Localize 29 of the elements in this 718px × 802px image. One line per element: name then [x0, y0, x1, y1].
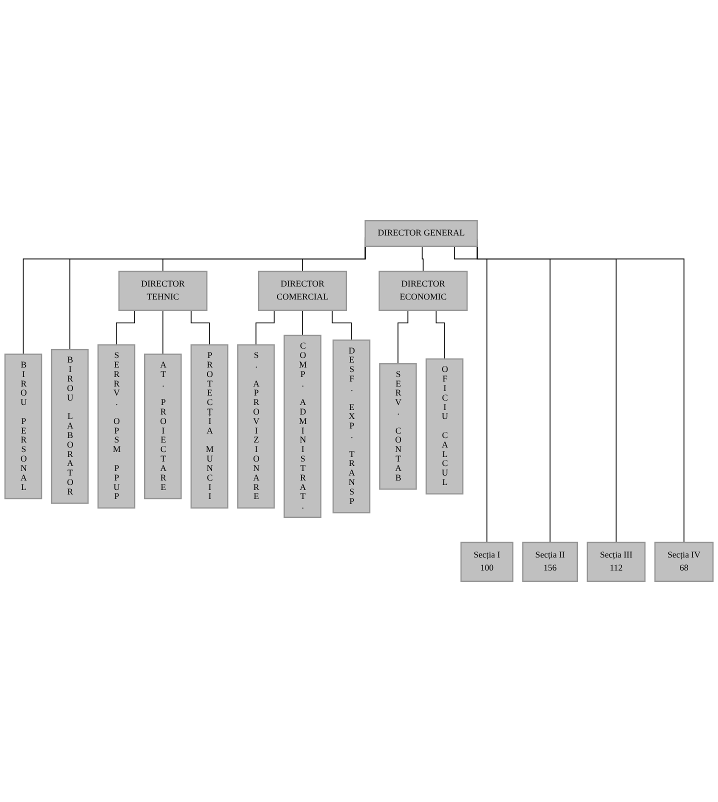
- connector: [332, 310, 352, 341]
- node-box: BIROU PERSONAL: [4, 354, 42, 500]
- node-box: DIRECTOR TEHNIC: [118, 270, 208, 311]
- node-box: Secția I 100: [460, 542, 514, 582]
- connector: [190, 310, 210, 346]
- node-box: DIRECTOR ECONOMIC: [378, 270, 468, 311]
- connector: [436, 310, 445, 360]
- node-box: BIROU LABORATOR: [50, 348, 89, 504]
- node-box: PROTECȚIA MUNCII: [190, 344, 228, 509]
- node-box: Secția II 156: [522, 542, 578, 582]
- connector: [162, 310, 164, 355]
- node-box: Secția IV 68: [654, 542, 714, 582]
- node-box: DESF. EXP. TRANSP: [332, 340, 370, 514]
- connector: [116, 310, 135, 346]
- connector: [454, 246, 488, 543]
- node-box: SERV. CONTAB: [379, 363, 417, 490]
- connector: [302, 310, 303, 336]
- connector: [256, 310, 275, 346]
- connector: [422, 246, 424, 272]
- node-box: COMP. ADMINISTRAT.: [284, 334, 322, 518]
- connector: [302, 245, 366, 272]
- node-box: AT. PROIECTARE: [144, 354, 182, 500]
- node-box: OFICIU CALCUL: [426, 358, 464, 494]
- node-box: Secția III 112: [586, 542, 646, 582]
- connector: [398, 310, 408, 364]
- node-box: DIRECTOR COMERCIAL: [258, 270, 348, 311]
- node-box: S. APROVIZIONARE: [237, 344, 275, 509]
- node-box: SERRV. OPSM PPUP: [97, 344, 136, 509]
- node-box: DIRECTOR GENERAL: [364, 220, 478, 247]
